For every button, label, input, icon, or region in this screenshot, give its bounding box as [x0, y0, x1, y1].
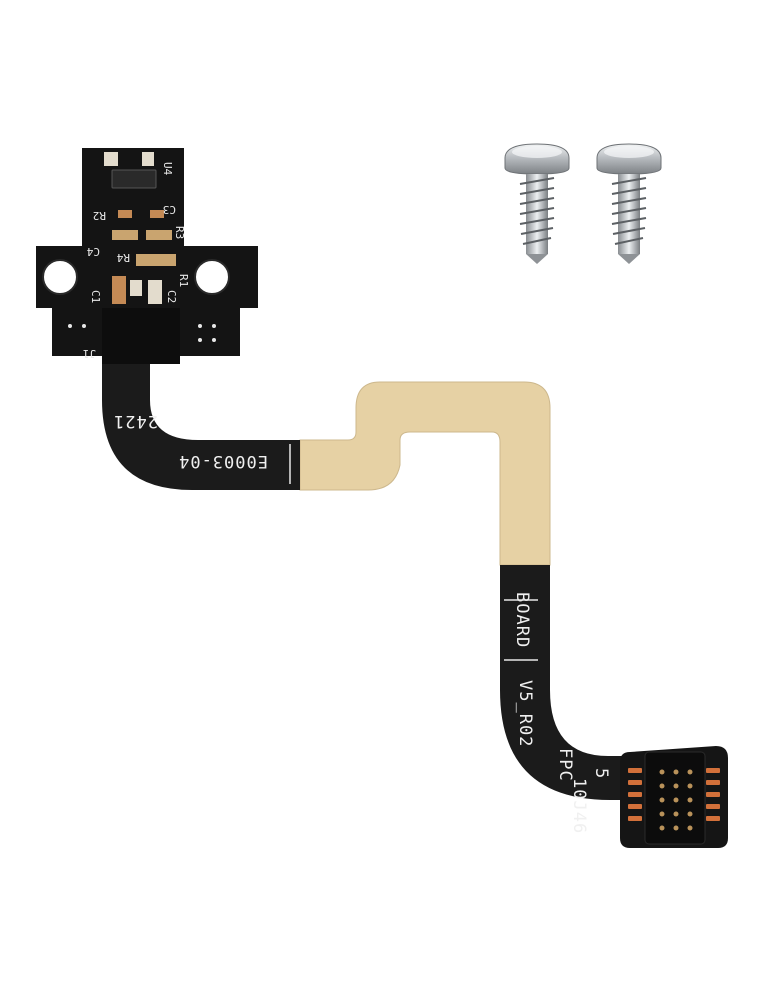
- label-c1: C1: [89, 290, 102, 303]
- flex-cable-tan: [299, 381, 551, 566]
- label-board: BOARD: [512, 592, 532, 648]
- pcb-silkscreen: U4 C3 R2 R3 C4 R4 C1 R1 C2 J1: [83, 162, 190, 360]
- label-c2: C2: [165, 290, 178, 303]
- label-r3: R3: [173, 226, 186, 239]
- label-part-number: E0003-04: [178, 451, 268, 471]
- flex-cable-black-lower: [500, 565, 640, 800]
- label-version: V5_R02: [515, 680, 535, 747]
- label-date-code: 2421: [113, 411, 158, 431]
- cable-silkscreen: 2421 E0003-04 BOARD V5_R02 FPC 5 10J46: [113, 411, 611, 834]
- label-u4: U4: [161, 162, 174, 176]
- label-r4: R4: [116, 251, 130, 264]
- label-r2: R2: [93, 209, 106, 222]
- label-c3: C3: [163, 203, 176, 216]
- screw-2: [596, 143, 662, 264]
- sensor-pcb: [36, 148, 258, 364]
- label-r1: R1: [177, 274, 190, 287]
- screw-1: [504, 143, 570, 264]
- label-c4: C4: [86, 245, 100, 258]
- connector-board: [620, 746, 728, 848]
- label-pin-index: 5: [591, 768, 611, 779]
- connector-pins: [628, 768, 720, 821]
- label-connector: 10J46: [569, 778, 589, 834]
- flex-cable-black-upper: [102, 360, 300, 490]
- label-fpc: FPC: [555, 748, 575, 782]
- label-j1: J1: [83, 347, 96, 360]
